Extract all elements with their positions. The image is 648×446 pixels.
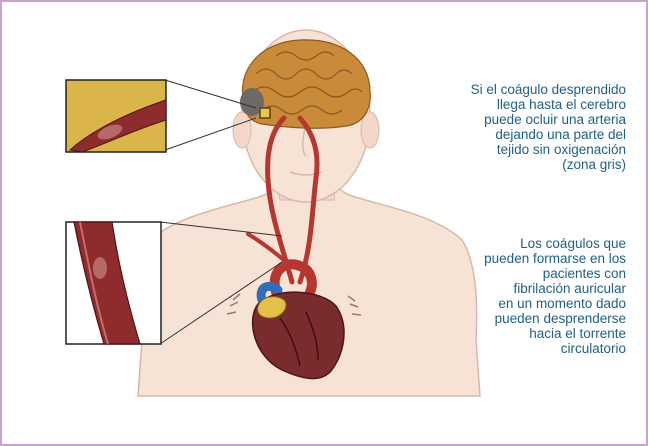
inset-top-link-b	[164, 117, 257, 151]
grey-zone	[240, 88, 264, 116]
brain-folds	[251, 51, 363, 115]
caption-heart: Los coágulos que pueden formarse en los …	[484, 236, 626, 356]
inset-bottom-link-a	[159, 221, 283, 237]
occlusion-marker	[259, 107, 271, 119]
heart-veins	[279, 311, 319, 367]
aortic-arch	[269, 259, 317, 297]
inset-top-clot	[97, 124, 123, 140]
pulmonary-vessel	[256, 281, 283, 305]
inset-top-link-a	[164, 79, 257, 109]
inset-bottom-link-b	[159, 261, 283, 345]
subclavian-left	[246, 232, 288, 264]
atrium-yellow	[257, 296, 287, 319]
inset-bottom-wall	[79, 221, 109, 345]
nose	[302, 127, 307, 157]
mouth	[289, 171, 323, 176]
vibration-marks	[226, 293, 362, 316]
inset-bottom-vessel	[73, 221, 141, 345]
carotid-right	[297, 115, 320, 285]
inset-bottom-clot	[93, 257, 107, 279]
ear-left	[232, 111, 252, 149]
carotid-left	[265, 115, 295, 285]
ear-right	[360, 111, 380, 149]
caption-brain: Si el coágulo desprendido llega hasta el…	[470, 82, 626, 172]
